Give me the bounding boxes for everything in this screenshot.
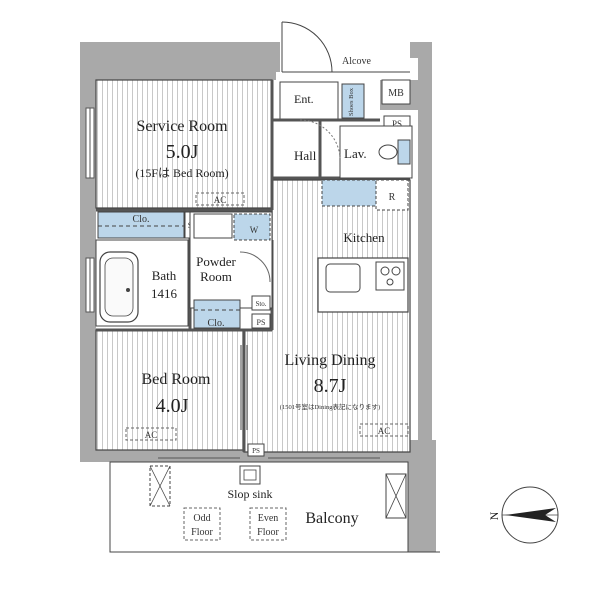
- even-floor-tag: [249, 507, 287, 541]
- lav-label: Lav.: [344, 146, 367, 161]
- service-room-floor: [95, 79, 273, 209]
- bed-closet-label: Clo.: [208, 318, 225, 329]
- living-ac: AC: [378, 426, 391, 436]
- bath-size: 1416: [151, 286, 178, 301]
- odd-floor-tag: [183, 507, 221, 541]
- entrance-door[interactable]: [281, 21, 333, 73]
- fridge-label: R: [389, 192, 396, 203]
- bathtub-drain: [126, 288, 130, 292]
- balcony-hatch-left-x2: [149, 465, 171, 507]
- windows-left: [85, 107, 95, 313]
- cooktop: [375, 261, 405, 291]
- washer-label: W: [250, 225, 259, 235]
- slop-sink-label: Slop sink: [227, 487, 272, 501]
- compass-needle: [505, 508, 556, 522]
- ps-box-mid: [251, 313, 271, 329]
- ps-label-mid: PS: [257, 318, 266, 327]
- slop-sink-basin: [243, 469, 257, 481]
- powder-room-name: Powder: [196, 254, 236, 269]
- toilet-tank: [397, 139, 411, 165]
- mb-label: MB: [388, 88, 404, 99]
- service-closet-label: Clo.: [133, 214, 150, 225]
- ps-label-bottom: PS: [252, 447, 260, 455]
- washer-space: [233, 213, 271, 241]
- bed-room-floor: [95, 329, 245, 451]
- even-floor-line2: Floor: [257, 527, 279, 538]
- ps-box-bottom: [247, 443, 265, 457]
- kitchen-label: Kitchen: [343, 230, 385, 245]
- entrance-floor: [279, 81, 339, 121]
- balcony-hatch-right-x2: [385, 473, 407, 519]
- ps-label-top: PS: [392, 119, 402, 129]
- odd-floor-line2: Floor: [191, 527, 213, 538]
- even-floor-line1: Even: [258, 513, 279, 524]
- bed-closet: [193, 299, 241, 329]
- storage-box: [251, 295, 271, 311]
- living-dining-note: (1501号室はDining表記になります): [280, 402, 380, 411]
- storage-label: Sto.: [255, 300, 266, 308]
- entrance-label: Ent.: [294, 92, 314, 106]
- balcony-railing: [109, 462, 440, 553]
- compass: N: [487, 486, 559, 544]
- powder-room-name2: Room: [200, 269, 232, 284]
- bed-room-ac-box: [125, 427, 177, 441]
- burner-2: [391, 266, 401, 276]
- service-room-ac: AC: [214, 195, 227, 205]
- bed-room-ac: AC: [145, 430, 158, 440]
- exterior-walls: [80, 42, 436, 552]
- living-dining-name: Living Dining: [284, 352, 375, 369]
- bed-sliding-door[interactable]: [240, 345, 248, 430]
- living-dining-size: 8.7J: [314, 375, 347, 397]
- bathtub-inner: [104, 257, 134, 317]
- shoes-box: [341, 83, 365, 119]
- mb-box: [381, 79, 411, 105]
- compass-north-label: N: [487, 511, 501, 520]
- service-room-note: (15Fは Bed Room): [135, 166, 228, 180]
- washbasin-counter: [193, 213, 233, 239]
- burner-3: [386, 278, 394, 286]
- kitchen-sink: [325, 263, 361, 293]
- bath-name: Bath: [152, 268, 177, 283]
- service-room-size: 5.0J: [166, 141, 199, 163]
- alcove-label: Alcove: [342, 56, 371, 67]
- odd-floor-line1: Odd: [193, 513, 210, 524]
- service-room-name: Service Room: [136, 118, 228, 135]
- toilet-bowl: [378, 144, 398, 160]
- powder-door-arc[interactable]: [239, 251, 271, 283]
- bed-room-name: Bed Room: [142, 371, 211, 388]
- hall-label: Hall: [294, 148, 317, 163]
- bed-room-size: 4.0J: [156, 395, 189, 417]
- fridge-space: [375, 179, 409, 211]
- shoes-box-label: Shoes Box: [348, 87, 355, 116]
- burner-1: [380, 266, 390, 276]
- service-closet: [97, 211, 185, 239]
- balcony-label: Balcony: [305, 510, 358, 527]
